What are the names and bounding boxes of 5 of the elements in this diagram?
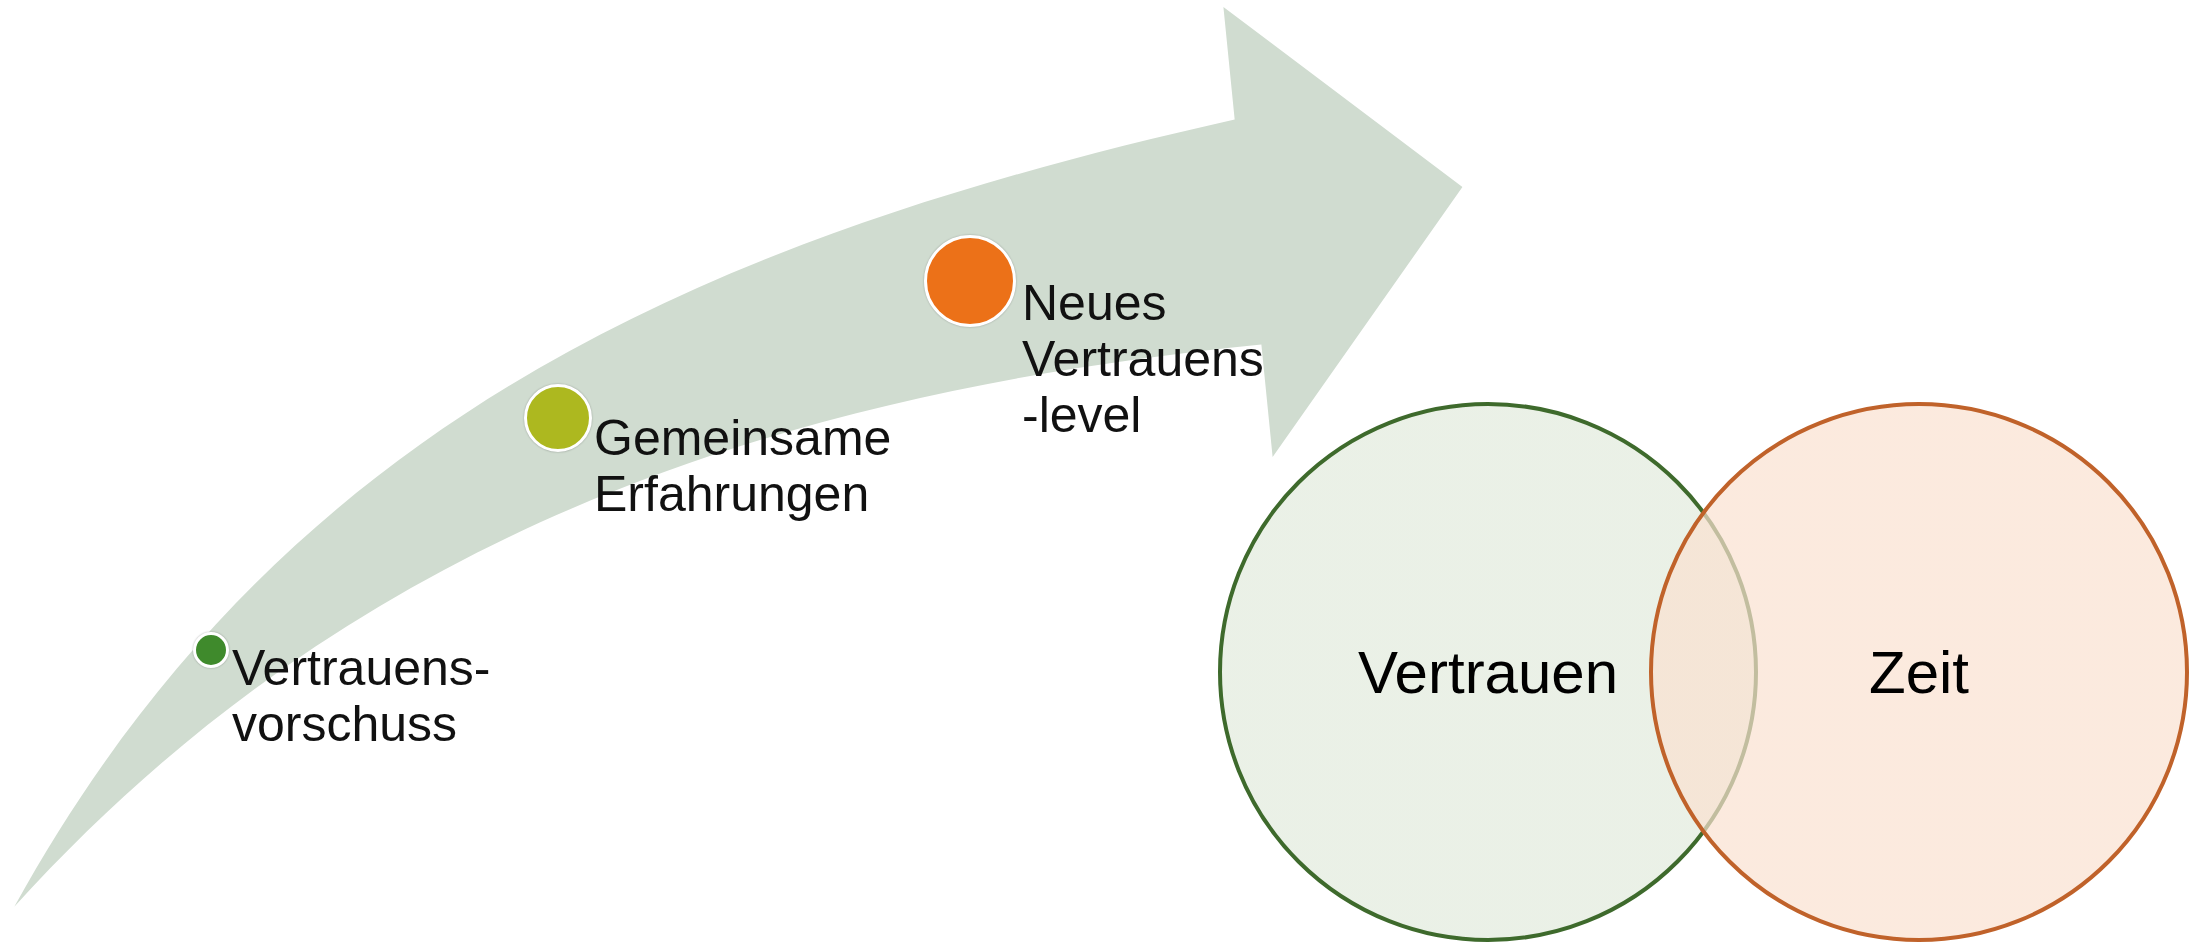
step-label: Vertrauens- vorschuss [232,640,492,752]
circle-label: Vertrauen [1357,637,1619,707]
circle-label: Zeit [1869,637,1969,707]
step-label: Neues Vertrauens -level [1022,275,1265,443]
step-label: Gemeinsame Erfahrungen [594,410,893,522]
